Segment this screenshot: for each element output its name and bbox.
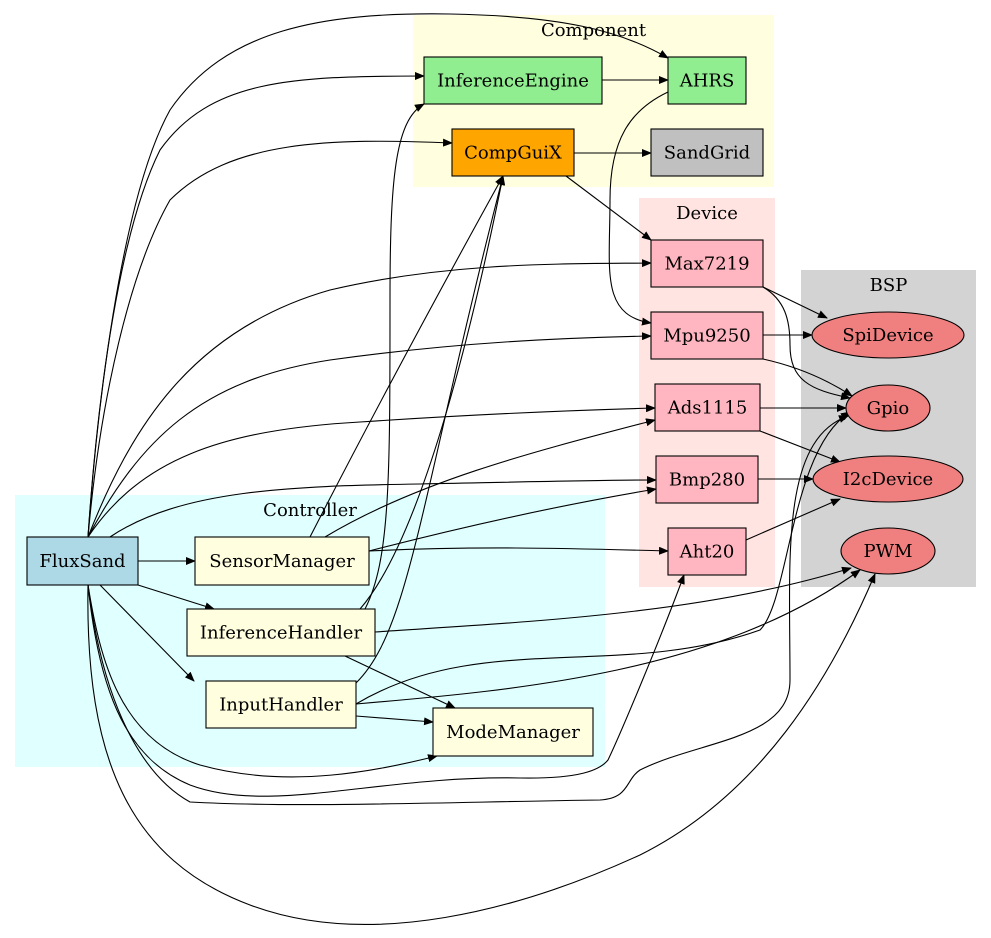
node-label: PWM bbox=[863, 541, 912, 562]
node-gpio[interactable]: Gpio bbox=[845, 384, 931, 432]
edge-fluxsand-to-compguix bbox=[87, 138, 453, 538]
node-label: SensorManager bbox=[209, 551, 355, 572]
edge-inferencehandler-to-pwm bbox=[374, 566, 852, 633]
node-i2cdevice[interactable]: I2cDevice bbox=[812, 455, 964, 503]
node-label: I2cDevice bbox=[843, 469, 933, 490]
node-shape bbox=[667, 56, 747, 105]
edge-fluxsand-to-gpio bbox=[87, 415, 849, 806]
node-shape bbox=[655, 455, 759, 504]
edge-fluxsand-to-modemanager bbox=[87, 584, 438, 778]
node-label: Gpio bbox=[867, 398, 910, 419]
node-shape bbox=[451, 128, 575, 177]
node-sandgrid[interactable]: SandGrid bbox=[650, 128, 764, 177]
edge-aht20-to-i2cdevice bbox=[745, 498, 841, 541]
nodes-layer: InferenceEngine AHRS CompGuiX SandGridMax72… bbox=[26, 56, 965, 757]
node-shape bbox=[186, 608, 376, 657]
edge-fluxsand-to-bmp280 bbox=[109, 476, 657, 538]
node-shape bbox=[194, 536, 370, 586]
cluster-label: Controller bbox=[263, 500, 357, 521]
node-label: InferenceEngine bbox=[437, 71, 589, 92]
node-shape bbox=[423, 56, 603, 105]
edge-fluxsand-to-mpu9250 bbox=[87, 332, 652, 538]
edges-layer bbox=[87, 13, 876, 925]
node-shape bbox=[650, 239, 764, 288]
edge-inferencehandler-to-inferenceengine bbox=[364, 103, 425, 610]
node-label: Bmp280 bbox=[669, 470, 745, 491]
node-shape bbox=[650, 128, 764, 177]
node-mpu9250[interactable]: Mpu9250 bbox=[650, 311, 764, 360]
node-ahrs[interactable]: AHRS bbox=[667, 56, 747, 105]
edge-ahrs-to-mpu9250 bbox=[608, 91, 669, 326]
node-label: Ads1115 bbox=[667, 398, 748, 419]
node-spidevice[interactable]: SpiDevice bbox=[811, 311, 965, 359]
edge-fluxsand-to-pwm bbox=[87, 573, 876, 925]
node-label: CompGuiX bbox=[464, 143, 562, 164]
node-label: AHRS bbox=[679, 71, 735, 92]
node-label: Aht20 bbox=[679, 542, 735, 563]
edge-inferencehandler-to-modemanager bbox=[344, 655, 456, 709]
node-pwm[interactable]: PWM bbox=[840, 527, 936, 575]
node-shape bbox=[650, 311, 764, 360]
edge-sensormanager-to-bmp280 bbox=[368, 486, 657, 552]
edge-inputhandler-to-gpio bbox=[355, 411, 851, 705]
node-label: ModeManager bbox=[446, 722, 580, 743]
node-fluxsand[interactable]: FluxSand bbox=[26, 536, 139, 586]
cluster-label: Device bbox=[676, 203, 738, 224]
edge-ads1115-to-i2cdevice bbox=[759, 430, 841, 463]
edge-fluxsand-to-max7219 bbox=[87, 259, 652, 538]
node-max7219[interactable]: Max7219 bbox=[650, 239, 764, 288]
node-label: Max7219 bbox=[664, 254, 749, 275]
node-shape bbox=[26, 536, 139, 586]
node-shape bbox=[654, 383, 761, 432]
edge-inferencehandler-to-compguix bbox=[359, 175, 506, 610]
node-bmp280[interactable]: Bmp280 bbox=[655, 455, 759, 504]
node-shape bbox=[205, 680, 357, 729]
cluster-label: BSP bbox=[870, 275, 908, 296]
node-shape bbox=[845, 384, 931, 432]
node-inputhandler[interactable]: InputHandler bbox=[205, 680, 357, 729]
node-label: SpiDevice bbox=[842, 325, 933, 346]
edge-sensormanager-to-aht20 bbox=[368, 546, 669, 555]
edge-sensormanager-to-ads1115 bbox=[324, 418, 656, 538]
node-inferenceengine[interactable]: InferenceEngine bbox=[423, 56, 603, 105]
node-inferencehandler[interactable]: InferenceHandler bbox=[186, 608, 376, 657]
edge-compguix-to-max7219 bbox=[565, 175, 652, 241]
node-label: InferenceHandler bbox=[200, 623, 363, 644]
edge-fluxsand-to-inferencehandler bbox=[137, 584, 215, 611]
edge-sensormanager-to-compguix bbox=[309, 175, 504, 538]
edge-fluxsand-to-aht20 bbox=[87, 574, 685, 797]
edge-max7219-to-spidevice bbox=[762, 286, 828, 319]
cluster-label: Component bbox=[541, 20, 647, 41]
node-ads1115[interactable]: Ads1115 bbox=[654, 383, 761, 432]
edge-fluxsand-to-ads1115 bbox=[87, 404, 656, 538]
edge-inputhandler-to-modemanager bbox=[355, 715, 434, 726]
node-shape bbox=[667, 527, 747, 576]
node-compguix[interactable]: CompGuiX bbox=[451, 128, 575, 177]
edge-max7219-to-gpio bbox=[762, 286, 851, 401]
node-label: SandGrid bbox=[664, 143, 750, 164]
edge-inputhandler-to-compguix bbox=[355, 175, 505, 684]
node-label: InputHandler bbox=[219, 695, 343, 716]
node-shape bbox=[840, 527, 936, 575]
node-label: FluxSand bbox=[39, 551, 125, 572]
node-modemanager[interactable]: ModeManager bbox=[432, 707, 594, 757]
edge-inputhandler-to-pwm bbox=[355, 569, 861, 705]
node-label: Mpu9250 bbox=[663, 326, 750, 347]
edge-mpu9250-to-gpio bbox=[762, 358, 853, 397]
node-shape bbox=[432, 707, 594, 757]
edge-fluxsand-to-inputhandler bbox=[99, 584, 195, 682]
node-aht20[interactable]: Aht20 bbox=[667, 527, 747, 576]
edge-fluxsand-to-inferenceengine bbox=[87, 72, 425, 538]
node-shape bbox=[811, 311, 965, 359]
node-sensormanager[interactable]: SensorManager bbox=[194, 536, 370, 586]
node-shape bbox=[812, 455, 964, 503]
